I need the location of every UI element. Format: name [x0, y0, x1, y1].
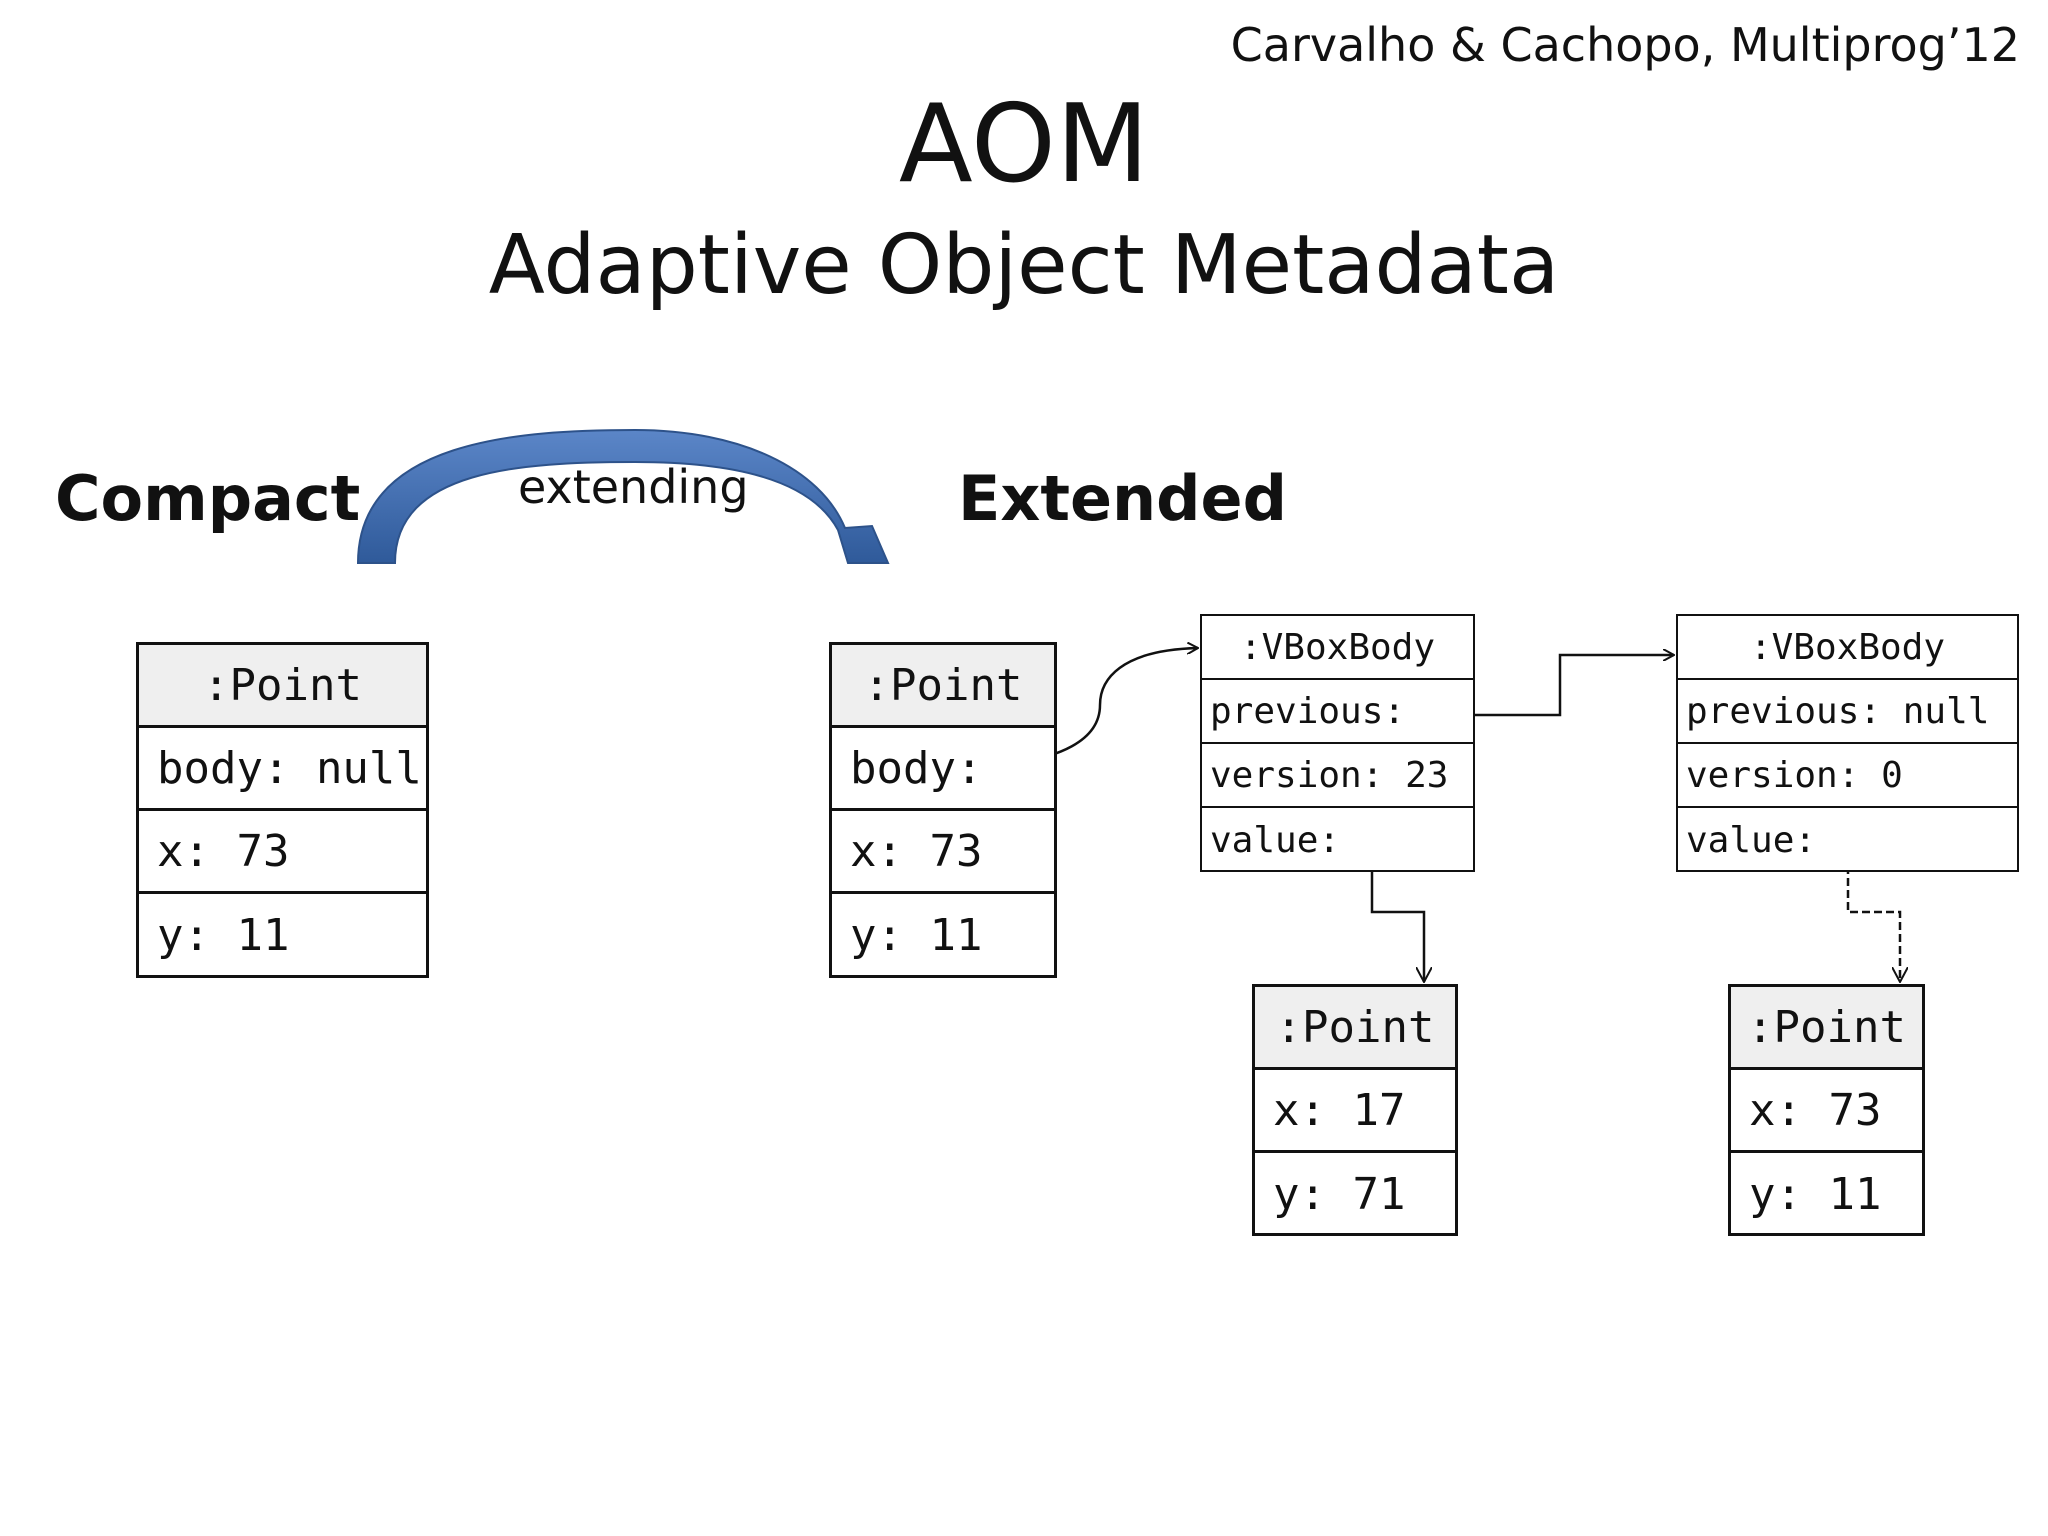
- object-field: previous:: [1202, 680, 1473, 744]
- object-field: value:: [1686, 819, 1817, 861]
- compact-label: Compact: [55, 462, 361, 535]
- citation: Carvalho & Cachopo, Multiprog’12: [1230, 18, 2020, 72]
- object-header: :Point: [139, 645, 426, 728]
- page-title: AOM: [898, 82, 1150, 207]
- value-point-object-2: :Point x: 73 y: 11: [1728, 984, 1925, 1236]
- vbox-body-object-1: :VBoxBody previous: version: 23 value:: [1200, 614, 1475, 872]
- object-field: y: 11: [850, 910, 983, 961]
- object-field: body: null: [139, 728, 426, 811]
- object-header: :Point: [832, 645, 1054, 728]
- extending-label: extending: [518, 460, 749, 514]
- object-field: version: 0: [1678, 744, 2017, 808]
- object-header: :VBoxBody: [1678, 616, 2017, 680]
- object-field: x: 73: [139, 811, 426, 894]
- object-field: y: 11: [157, 910, 290, 961]
- extended-label: Extended: [958, 462, 1287, 535]
- object-header: :Point: [1731, 987, 1922, 1070]
- value-point-object-1: :Point x: 17 y: 71: [1252, 984, 1458, 1236]
- object-field: x: 73: [832, 811, 1054, 894]
- object-field: version: 23: [1202, 744, 1473, 808]
- object-field: previous: null: [1678, 680, 2017, 744]
- object-field: value:: [1210, 819, 1341, 861]
- previous-pointer-arrow: [1445, 655, 1674, 717]
- object-field: x: 17: [1255, 1070, 1455, 1153]
- object-header: :Point: [1255, 987, 1455, 1070]
- extended-point-object: :Point body: x: 73 y: 11: [829, 642, 1057, 978]
- page-subtitle: Adaptive Object Metadata: [488, 218, 1560, 313]
- object-field: x: 73: [1731, 1070, 1922, 1153]
- object-header: :VBoxBody: [1202, 616, 1473, 680]
- object-field: body:: [832, 728, 1054, 811]
- compact-point-object: :Point body: null x: 73 y: 11: [136, 642, 429, 978]
- object-field: y: 71: [1273, 1169, 1406, 1220]
- vbox-body-object-2: :VBoxBody previous: null version: 0 valu…: [1676, 614, 2019, 872]
- object-field: y: 11: [1749, 1169, 1882, 1220]
